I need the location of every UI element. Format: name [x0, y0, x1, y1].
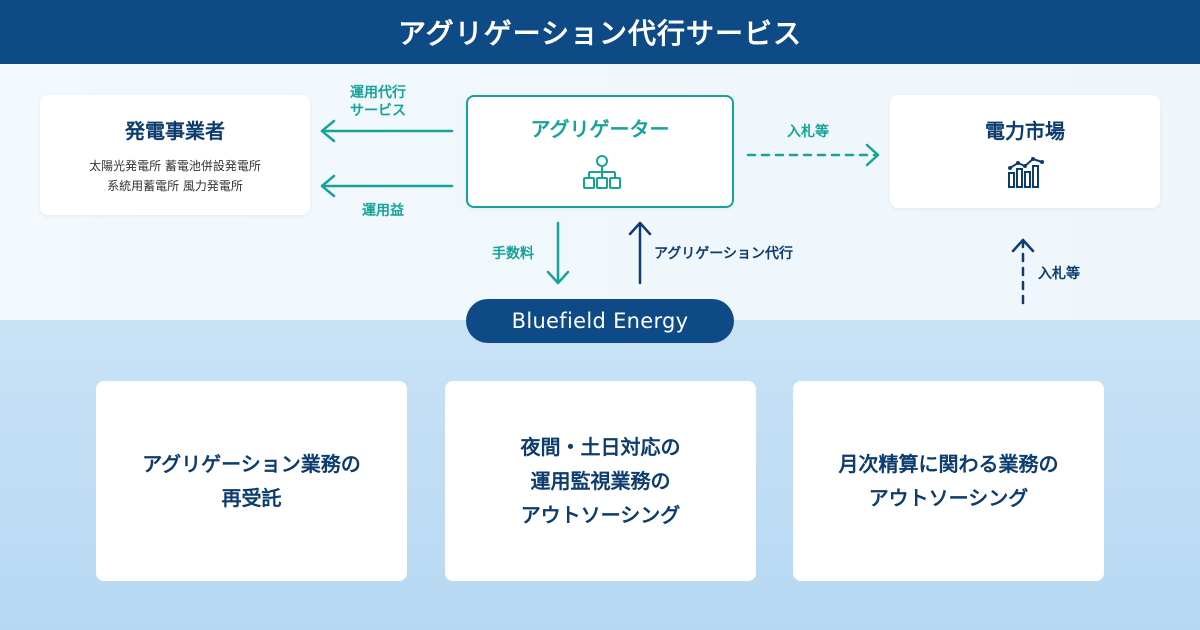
generator-types: 太陽光発電所 蓄電池併設発電所 系統用蓄電所 風力発電所	[40, 156, 310, 196]
agg-proxy-label: アグリゲーション代行	[654, 246, 794, 262]
generator-types-line2: 系統用蓄電所 風力発電所	[107, 179, 243, 193]
bid-label-vertical: 入札等	[1038, 266, 1080, 282]
aggregator-title: アグリゲーター	[530, 117, 670, 141]
market-card: 電力市場	[890, 95, 1160, 208]
page-title: アグリゲーション代行サービス	[397, 17, 803, 50]
service-card-reconsignment: アグリゲーション業務の 再受託	[96, 381, 407, 581]
ops-profit-label: 運用益	[362, 203, 404, 219]
company-name: Bluefield Energy	[511, 309, 689, 333]
generator-title: 発電事業者	[125, 119, 225, 143]
service-card-monitoring: 夜間・土日対応の 運用監視業務の アウトソーシング	[445, 381, 756, 581]
generator-types-line1: 太陽光発電所 蓄電池併設発電所	[89, 159, 261, 173]
ops-service-label: 運用代行 サービス	[350, 85, 406, 119]
bar-chart-icon	[1008, 157, 1044, 188]
company-pill: Bluefield Energy	[466, 299, 734, 343]
aggregator-card: アグリゲーター	[466, 95, 734, 208]
bid-label-right: 入札等	[787, 124, 829, 140]
org-chart-icon	[583, 155, 621, 189]
header-banner: アグリゲーション代行サービス	[0, 0, 1200, 64]
fee-label: 手数料	[492, 246, 534, 262]
generator-card: 発電事業者 太陽光発電所 蓄電池併設発電所 系統用蓄電所 風力発電所	[40, 95, 310, 215]
market-title: 電力市場	[985, 119, 1065, 143]
service-card-settlement: 月次精算に関わる業務の アウトソーシング	[793, 381, 1104, 581]
